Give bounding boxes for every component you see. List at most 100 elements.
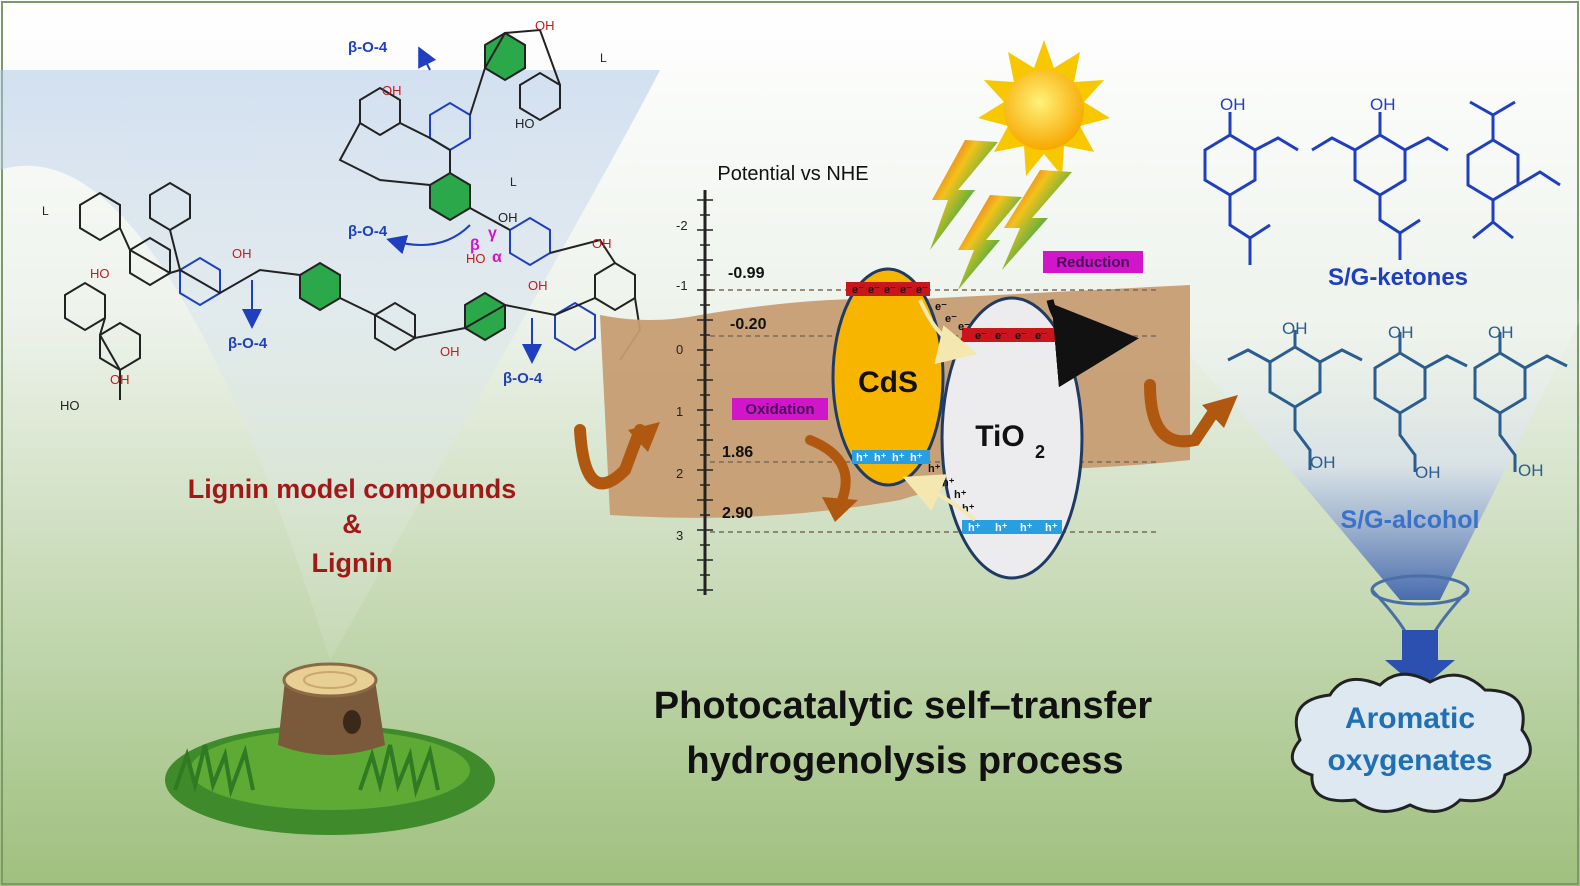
light-bolt-icon xyxy=(930,140,1072,290)
cds-valence-band xyxy=(852,450,930,464)
atom-oh-label: OH xyxy=(498,210,518,225)
beta-label: β xyxy=(470,237,480,254)
atom-ho-label: HO xyxy=(60,398,80,413)
atom-oh-label: OH xyxy=(592,236,612,251)
electron-symbol: e⁻ xyxy=(1035,330,1047,342)
electron-symbol: e⁻ xyxy=(900,284,912,296)
hole-symbol: h⁺ xyxy=(856,452,869,464)
right-cycle-arrow xyxy=(1144,379,1221,448)
electron-transfer-arrow xyxy=(918,299,978,365)
gamma-label: γ xyxy=(488,225,497,242)
hole-symbol: h⁺ xyxy=(954,489,967,501)
atom-ho-label: HO xyxy=(90,266,110,281)
reduction-arrow xyxy=(1046,299,1139,388)
product-line2: oxygenates xyxy=(1327,744,1492,777)
hole-symbol: h⁺ xyxy=(995,522,1008,534)
atom-oh-label: OH xyxy=(110,372,130,387)
hole-symbol: h⁺ xyxy=(942,477,955,489)
alcohol-oh-label: OH xyxy=(1488,323,1514,342)
hole-symbol: h⁺ xyxy=(892,452,905,464)
alcohol-oh-label: OH xyxy=(1388,323,1414,342)
atom-l-label: L xyxy=(510,175,517,189)
level-cds-vb: 1.86 xyxy=(722,444,753,461)
product-line1: Aromatic xyxy=(1345,702,1475,735)
hole-symbol: h⁺ xyxy=(1020,522,1033,534)
hole-symbol: h⁺ xyxy=(910,452,923,464)
electron-symbol: e⁻ xyxy=(975,330,987,342)
tio2-conduction-band xyxy=(962,328,1074,342)
potential-axis xyxy=(697,190,713,595)
alpha-label: α xyxy=(492,249,502,266)
electron-symbol: e⁻ xyxy=(868,284,880,296)
electron-symbol: e⁻ xyxy=(852,284,864,296)
alcohol-oh-label: OH xyxy=(1310,453,1336,472)
axis-title: Potential vs NHE xyxy=(717,163,868,185)
product-cloud xyxy=(1290,672,1532,813)
cds-particle xyxy=(831,267,945,487)
ketone-oh-label: OH xyxy=(1220,95,1246,114)
lignin-structure xyxy=(64,28,642,400)
tree-stump-icon xyxy=(165,662,495,835)
axis-tick-label: 0 xyxy=(676,342,683,357)
electron-symbol: e⁻ xyxy=(995,330,1007,342)
lignin-title-line1: Lignin model compounds xyxy=(188,474,516,504)
left-cycle-arrow xyxy=(574,424,646,490)
level-tio2-vb: 2.90 xyxy=(722,505,753,522)
beta-o-4-label: β-O-4 xyxy=(503,370,543,387)
atom-ho-label: HO xyxy=(466,251,486,266)
electron-symbol: e⁻ xyxy=(958,321,970,333)
process-title-line2: hydrogenolysis process xyxy=(686,740,1123,782)
axis-tick-label: 2 xyxy=(676,466,683,481)
axis-tick-label: -1 xyxy=(676,278,688,293)
oxidation-arrow xyxy=(805,435,851,510)
sun-icon xyxy=(978,40,1110,176)
beta-o-4-label: β-O-4 xyxy=(228,335,268,352)
left-light-cone xyxy=(0,70,660,660)
atom-oh-label: OH xyxy=(528,278,548,293)
axis-tick-label: -2 xyxy=(676,218,688,233)
lignin-title-line2: & xyxy=(342,509,362,539)
atom-oh-label: OH xyxy=(382,83,402,98)
tio2-label: TiO xyxy=(975,420,1024,453)
electron-symbol: e⁻ xyxy=(1015,330,1027,342)
hole-symbol: h⁺ xyxy=(968,522,981,534)
electron-symbol: e⁻ xyxy=(945,313,957,325)
atom-oh-label: OH xyxy=(440,344,460,359)
axis-tick-label: 3 xyxy=(676,528,683,543)
cds-conduction-band xyxy=(846,282,930,296)
atom-l-label: L xyxy=(42,204,49,218)
tio2-particle xyxy=(940,296,1084,580)
cds-label: CdS xyxy=(858,366,918,399)
hole-transfer-arrow xyxy=(902,474,977,522)
level-cds-cb: -0.99 xyxy=(728,265,765,282)
atom-oh-label: OH xyxy=(232,246,252,261)
alcohol-oh-label: OH xyxy=(1518,461,1544,480)
hole-symbol: h⁺ xyxy=(874,452,887,464)
atom-l-label: L xyxy=(600,51,607,65)
hole-symbol: h⁺ xyxy=(1045,522,1058,534)
beta-o-4-label: β-O-4 xyxy=(348,223,388,240)
alcohol-oh-label: OH xyxy=(1282,319,1308,338)
alcohol-oh-label: OH xyxy=(1415,463,1441,482)
reduction-tag xyxy=(1043,251,1143,273)
electron-symbol: e⁻ xyxy=(884,284,896,296)
oxidation-tag xyxy=(732,398,828,420)
tio2-subscript: 2 xyxy=(1035,442,1045,462)
atom-ho-label: HO xyxy=(515,116,535,131)
lignin-title-line3: Lignin xyxy=(312,548,393,578)
level-tio2-cb: -0.20 xyxy=(730,316,767,333)
hole-symbol: h⁺ xyxy=(928,463,941,475)
alcohol-label: S/G-alcohol xyxy=(1341,506,1480,534)
ketones-label: S/G-ketones xyxy=(1328,264,1468,291)
axis-tick-label: 1 xyxy=(676,404,683,419)
sg-alcohol-structures xyxy=(1227,330,1568,472)
right-funnel-cone xyxy=(1140,300,1580,600)
process-title-line1: Photocatalytic self–transfer xyxy=(654,685,1153,727)
atom-oh-label: OH xyxy=(535,18,555,33)
electron-symbol: e⁻ xyxy=(916,284,928,296)
oxidation-label: Oxidation xyxy=(745,401,814,418)
reduction-label: Reduction xyxy=(1056,254,1129,271)
